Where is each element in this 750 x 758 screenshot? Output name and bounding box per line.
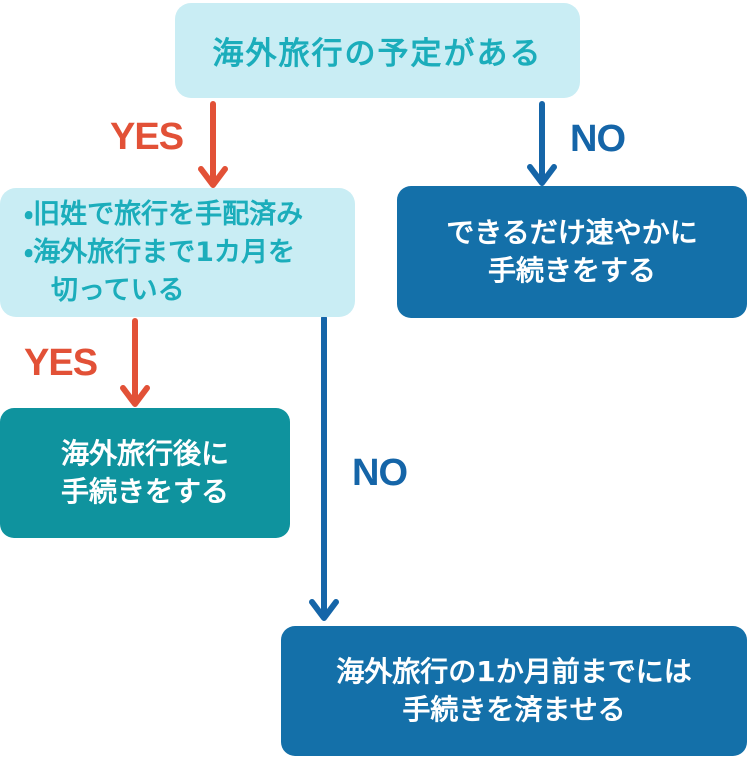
start-node-text: 海外旅行の予定がある (212, 36, 543, 72)
deadline-line-2: 手続きを済ませる (402, 693, 626, 726)
after-travel-line-2: 手続きをする (60, 475, 229, 508)
yes-arrow-1-icon (198, 101, 228, 188)
after-travel-line-1: 海外旅行後に (60, 437, 229, 470)
speedy-result-line-1: できるだけ速やかに (446, 216, 698, 249)
speedy-result-line-2: 手続きをする (487, 254, 656, 287)
branch1-yes-label: YES (110, 116, 184, 158)
condition-line-2: ・海外旅行まで1カ月を (24, 236, 295, 268)
after-travel-result-node: 海外旅行後に 手続きをする (0, 408, 290, 538)
condition-line-1: ・旧姓で旅行を手配済み (24, 198, 304, 230)
speedy-result-node: できるだけ速やかに 手続きをする (397, 186, 747, 318)
deadline-line-1: 海外旅行の1か月前までには (336, 655, 692, 688)
yes-arrow-2-icon (120, 318, 150, 407)
no-arrow-2-icon (309, 315, 339, 621)
condition-line-3: 切っている (24, 274, 185, 306)
branch2-no-label: NO (352, 452, 408, 494)
start-node: 海外旅行の予定がある (175, 3, 580, 98)
deadline-result-node: 海外旅行の1か月前までには 手続きを済ませる (281, 626, 747, 756)
no-arrow-1-icon (527, 101, 557, 186)
branch1-no-label: NO (570, 118, 626, 160)
branch2-yes-label: YES (24, 342, 98, 384)
condition-node: ・旧姓で旅行を手配済み ・海外旅行まで1カ月を 切っている (0, 188, 355, 317)
